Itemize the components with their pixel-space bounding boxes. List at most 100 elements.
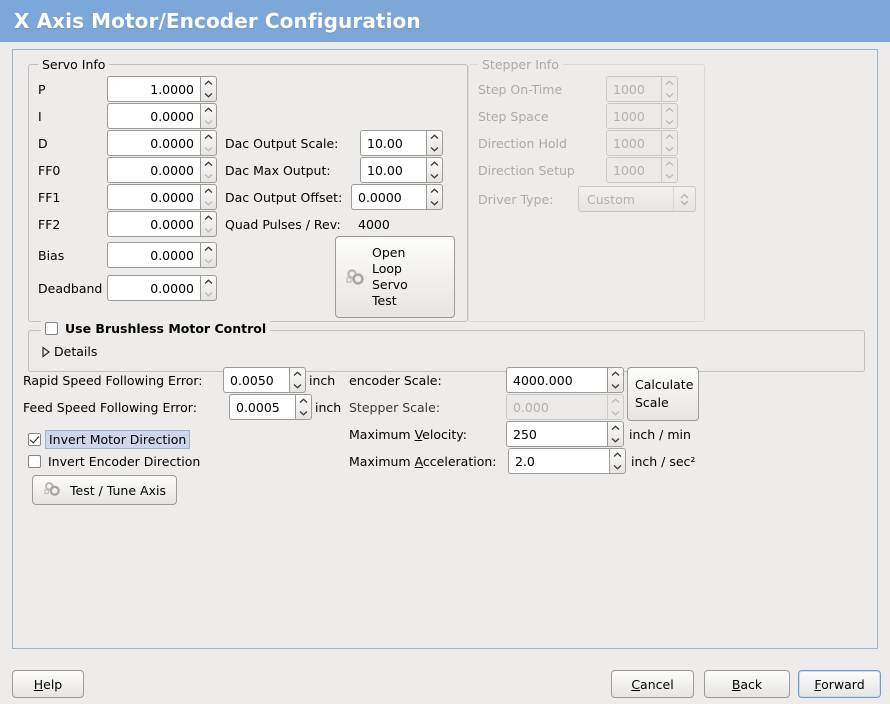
servo-spin-ff1-buttons[interactable] [200,184,217,210]
rapid-following-error-value[interactable]: 0.0050 [223,367,289,393]
spin-up-icon[interactable] [201,243,216,255]
encoder-scale-buttons[interactable] [607,367,624,393]
spin-up-icon[interactable] [608,395,623,407]
spin-down-icon[interactable] [201,288,216,300]
spin-up-icon[interactable] [662,77,677,89]
dac-output-offset-buttons[interactable] [426,184,443,210]
spin-up-icon[interactable] [201,185,216,197]
maximum-acceleration-spin[interactable]: 2.0 [508,448,626,474]
spin-down-icon[interactable] [296,407,311,419]
servo-spin-p-value[interactable]: 1.0000 [107,76,200,102]
open-loop-servo-test-button[interactable]: Open Loop Servo Test [335,236,455,318]
maximum-acceleration-value[interactable]: 2.0 [508,448,609,474]
spin-up-icon[interactable] [427,131,442,143]
feed-following-error-spin[interactable]: 0.0005 [229,394,312,420]
feed-following-error-buttons[interactable] [295,394,312,420]
cancel-button[interactable]: Cancel [611,670,694,698]
checkbox-box[interactable] [28,433,41,446]
stepper-scale-value[interactable]: 0.000 [506,394,607,420]
servo-spin-i-buttons[interactable] [200,103,217,129]
servo-spin-i[interactable]: 0.0000 [107,103,217,129]
spin-down-icon[interactable] [201,255,216,267]
spin-up-icon[interactable] [608,422,623,434]
dac-output-scale-value[interactable]: 10.00 [360,130,426,156]
servo-spin-bias-value[interactable]: 0.0000 [107,242,200,268]
direction-hold-value[interactable]: 1000 [606,130,661,156]
spin-up-icon[interactable] [610,449,625,461]
dac-max-output-value[interactable]: 10.00 [360,157,426,183]
spin-down-icon[interactable] [662,143,677,155]
help-button[interactable]: Help [12,670,84,698]
calculate-scale-button[interactable]: Calculate Scale [627,367,699,421]
direction-hold-spin[interactable]: 1000 [606,130,678,156]
spin-down-icon[interactable] [201,224,216,236]
servo-spin-d[interactable]: 0.0000 [107,130,217,156]
spin-up-icon[interactable] [201,131,216,143]
step-on-time-buttons[interactable] [661,76,678,102]
dac-max-output-spin[interactable]: 10.00 [360,157,443,183]
spin-up-icon[interactable] [662,104,677,116]
spin-down-icon[interactable] [608,407,623,419]
back-button[interactable]: Back [704,670,790,698]
rapid-following-error-spin[interactable]: 0.0050 [223,367,306,393]
test-tune-axis-button[interactable]: Test / Tune Axis [32,475,177,505]
dac-output-scale-spin[interactable]: 10.00 [360,130,443,156]
spin-down-icon[interactable] [427,170,442,182]
servo-spin-d-value[interactable]: 0.0000 [107,130,200,156]
direction-setup-buttons[interactable] [661,157,678,183]
spin-down-icon[interactable] [662,170,677,182]
spin-down-icon[interactable] [427,197,442,209]
servo-spin-bias-buttons[interactable] [200,242,217,268]
spin-down-icon[interactable] [608,434,623,446]
spin-down-icon[interactable] [662,116,677,128]
maximum-velocity-spin[interactable]: 250 [506,421,624,447]
servo-spin-ff2-value[interactable]: 0.0000 [107,211,200,237]
spin-up-icon[interactable] [290,368,305,380]
servo-spin-deadband-value[interactable]: 0.0000 [107,275,200,301]
checkbox-box[interactable] [28,455,41,468]
spin-down-icon[interactable] [201,116,216,128]
chevron-updown-icon[interactable] [673,187,695,211]
spin-down-icon[interactable] [610,461,625,473]
spin-down-icon[interactable] [201,197,216,209]
dac-max-output-buttons[interactable] [426,157,443,183]
servo-spin-ff0[interactable]: 0.0000 [107,157,217,183]
chevron-right-icon[interactable] [39,345,50,358]
servo-spin-bias[interactable]: 0.0000 [107,242,217,268]
step-on-time-value[interactable]: 1000 [606,76,661,102]
spin-up-icon[interactable] [427,158,442,170]
spin-down-icon[interactable] [201,143,216,155]
spin-up-icon[interactable] [201,212,216,224]
servo-spin-ff2[interactable]: 0.0000 [107,211,217,237]
servo-spin-ff2-buttons[interactable] [200,211,217,237]
spin-down-icon[interactable] [662,89,677,101]
direction-setup-value[interactable]: 1000 [606,157,661,183]
stepper-scale-buttons[interactable] [607,394,624,420]
forward-button[interactable]: Forward [798,670,881,698]
driver-type-combo[interactable]: Custom [578,186,696,212]
invert-motor-direction-checkbox[interactable]: Invert Motor Direction [28,430,191,449]
spin-down-icon[interactable] [201,89,216,101]
stepper-scale-spin[interactable]: 0.000 [506,394,624,420]
spin-up-icon[interactable] [201,77,216,89]
step-on-time-spin[interactable]: 1000 [606,76,678,102]
use-brushless-motor-control-checkbox[interactable]: Use Brushless Motor Control [41,321,271,336]
servo-spin-ff0-value[interactable]: 0.0000 [107,157,200,183]
step-space-spin[interactable]: 1000 [606,103,678,129]
spin-up-icon[interactable] [296,395,311,407]
direction-setup-spin[interactable]: 1000 [606,157,678,183]
feed-following-error-value[interactable]: 0.0005 [229,394,295,420]
servo-spin-p[interactable]: 1.0000 [107,76,217,102]
spin-up-icon[interactable] [427,185,442,197]
spin-up-icon[interactable] [662,158,677,170]
spin-down-icon[interactable] [427,143,442,155]
spin-up-icon[interactable] [201,158,216,170]
servo-spin-ff1[interactable]: 0.0000 [107,184,217,210]
maximum-velocity-buttons[interactable] [607,421,624,447]
spin-up-icon[interactable] [201,276,216,288]
dac-output-offset-spin[interactable]: 0.0000 [351,184,443,210]
encoder-scale-value[interactable]: 4000.000 [506,367,607,393]
dac-output-scale-buttons[interactable] [426,130,443,156]
servo-spin-ff1-value[interactable]: 0.0000 [107,184,200,210]
checkbox-box[interactable] [45,322,58,335]
